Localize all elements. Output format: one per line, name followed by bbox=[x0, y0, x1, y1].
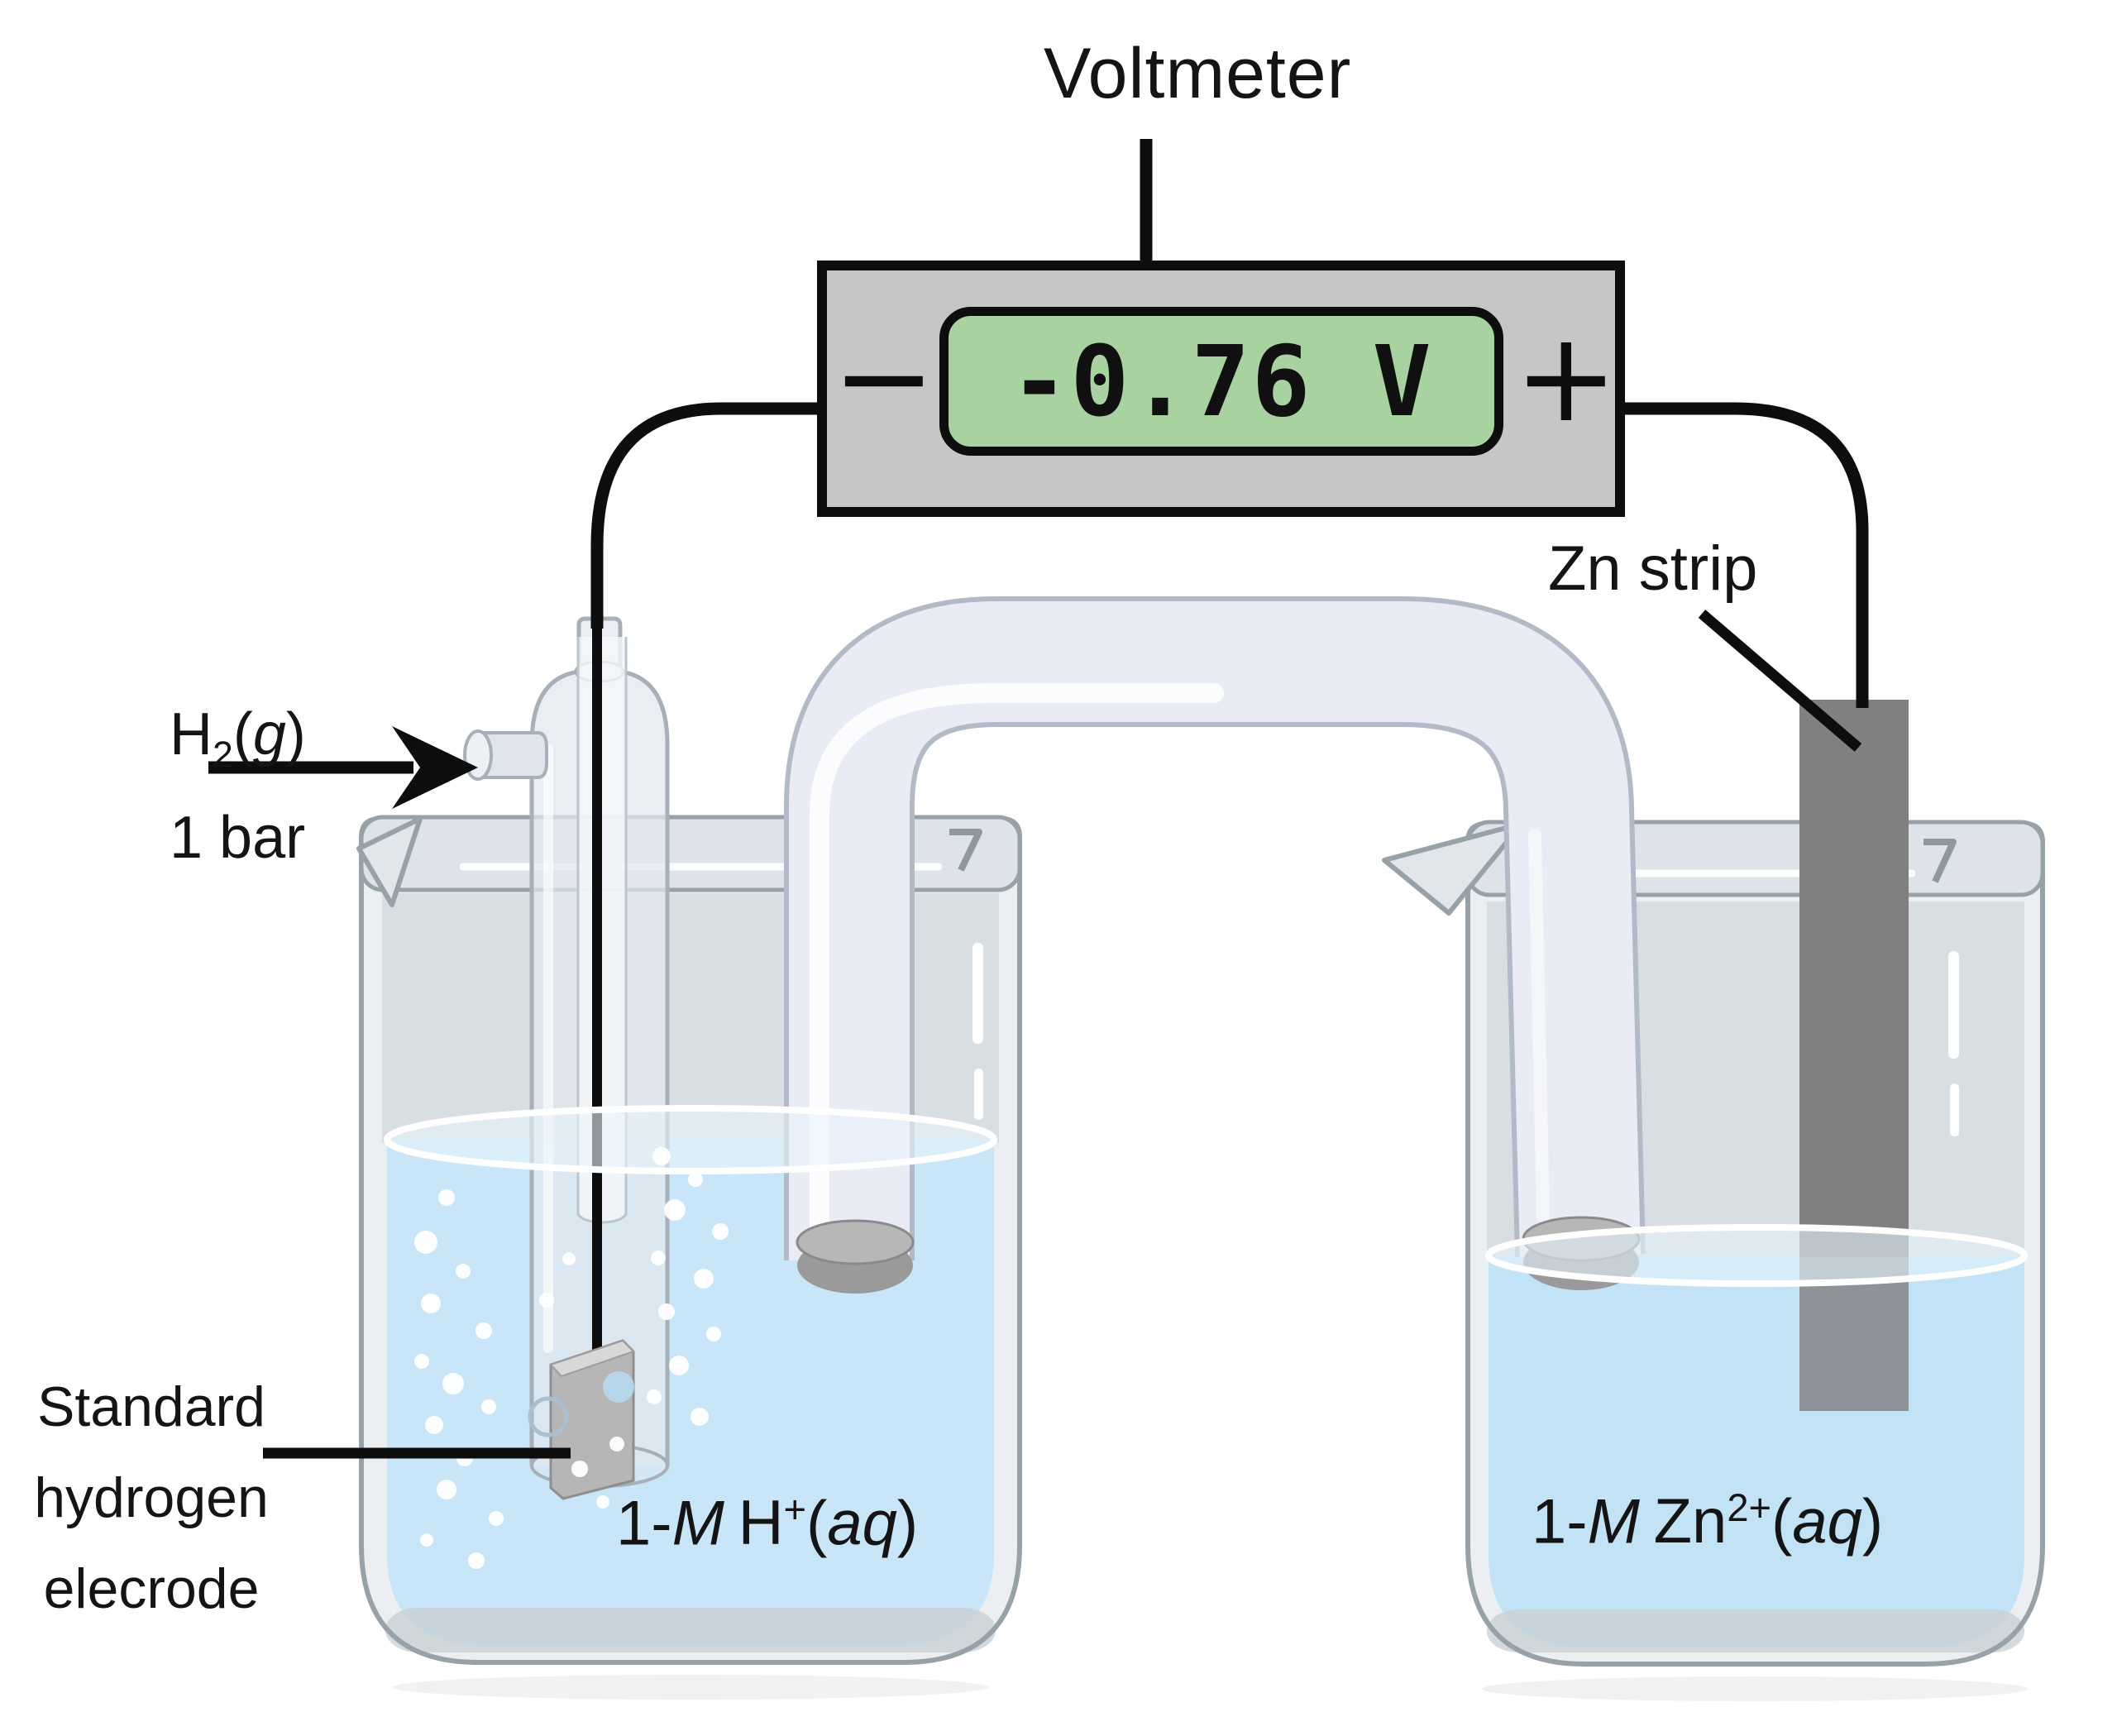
right-solution-surface bbox=[1485, 1224, 2028, 1287]
bubble bbox=[414, 1354, 429, 1369]
bubble bbox=[475, 1322, 492, 1339]
bubble bbox=[706, 1327, 721, 1341]
zn-strip-label: Zn strip bbox=[1548, 533, 1758, 604]
bubble bbox=[456, 1264, 471, 1279]
left-rim-mark bbox=[949, 829, 982, 872]
left-wall-highlight bbox=[972, 943, 983, 1044]
h2-arrowhead-icon bbox=[392, 726, 478, 809]
bubble bbox=[694, 1269, 714, 1289]
right-beaker-spout bbox=[1382, 821, 1524, 916]
bubble bbox=[609, 1437, 624, 1451]
bubble bbox=[414, 1231, 437, 1254]
h2-gas-label: H2(g) 1 bar bbox=[170, 693, 306, 879]
bubble bbox=[658, 1303, 675, 1320]
bubble bbox=[669, 1356, 689, 1375]
bubble bbox=[562, 1252, 576, 1265]
bubble bbox=[712, 1223, 729, 1240]
h2-formula: H2(g) bbox=[170, 701, 306, 776]
she-line2: hydrogen bbox=[34, 1466, 269, 1529]
bubble bbox=[489, 1511, 504, 1526]
glass-bubble-ring bbox=[528, 1396, 569, 1437]
bubble bbox=[664, 1199, 686, 1221]
zn-strip-pointer-line bbox=[1698, 610, 1862, 752]
voltmeter-minus-terminal: − bbox=[832, 306, 936, 450]
right-wall-highlight bbox=[1948, 951, 1959, 1059]
left-beaker-base bbox=[385, 1608, 996, 1652]
voltmeter-display: -0.76 V bbox=[939, 307, 1503, 456]
left-wall-highlight bbox=[974, 1069, 983, 1120]
salt-bridge-highlight bbox=[810, 683, 1224, 1255]
right-beaker-shadow bbox=[1482, 1676, 2028, 1701]
she-line3: elecrode bbox=[43, 1557, 260, 1620]
gas-bubble-large bbox=[603, 1371, 634, 1403]
standard-hydrogen-electrode-label: Standard hydrogen elecrode bbox=[23, 1361, 280, 1634]
gas-inlet-nozzle bbox=[476, 731, 548, 779]
bubble bbox=[539, 1293, 554, 1308]
she-line1: Standard bbox=[37, 1375, 265, 1438]
bubble bbox=[596, 1495, 609, 1509]
zinc-strip-upper bbox=[1799, 700, 1909, 1257]
voltmeter-reading: -0.76 V bbox=[1010, 324, 1433, 438]
circuit-wires bbox=[590, 139, 1869, 708]
voltmeter-label: Voltmeter bbox=[1044, 34, 1352, 113]
bubble bbox=[437, 1480, 456, 1499]
bubble bbox=[688, 1172, 703, 1187]
bubble bbox=[438, 1189, 455, 1206]
right-beaker-base bbox=[1487, 1609, 2024, 1652]
bubble bbox=[652, 1147, 671, 1165]
bubble bbox=[647, 1389, 662, 1404]
bubble bbox=[691, 1408, 709, 1426]
left-beaker bbox=[356, 815, 1022, 1700]
right-solution bbox=[1489, 1257, 2024, 1648]
bubble bbox=[468, 1552, 485, 1569]
bubble bbox=[571, 1461, 588, 1477]
bubble bbox=[425, 1416, 443, 1434]
right-wire bbox=[1625, 402, 1869, 708]
bubble bbox=[442, 1373, 464, 1394]
hydrogen-bubbles bbox=[414, 1147, 729, 1569]
left-plug-top bbox=[796, 1219, 915, 1265]
voltmeter: − -0.76 V + bbox=[817, 261, 1625, 517]
zinc-strip bbox=[1799, 700, 1909, 1411]
voltmeter-plus-terminal: + bbox=[1514, 306, 1618, 450]
left-solution-surface bbox=[384, 1105, 997, 1174]
left-wire bbox=[590, 402, 817, 629]
right-wall-highlight bbox=[1950, 1083, 1959, 1136]
bubble bbox=[420, 1533, 433, 1547]
salt-bridge-highlight bbox=[1528, 829, 1550, 1222]
bubble bbox=[421, 1294, 441, 1313]
left-beaker-rim bbox=[359, 815, 1022, 892]
electrode-plate-bevel bbox=[549, 1339, 635, 1378]
right-rim-mark bbox=[1923, 839, 1957, 883]
annotation-lines bbox=[208, 610, 1862, 1459]
bubble bbox=[481, 1399, 496, 1414]
left-beaker-spout bbox=[356, 816, 423, 907]
left-beaker-shadow bbox=[393, 1675, 988, 1700]
h2-pressure: 1 bar bbox=[170, 805, 306, 872]
bubble bbox=[651, 1251, 666, 1265]
